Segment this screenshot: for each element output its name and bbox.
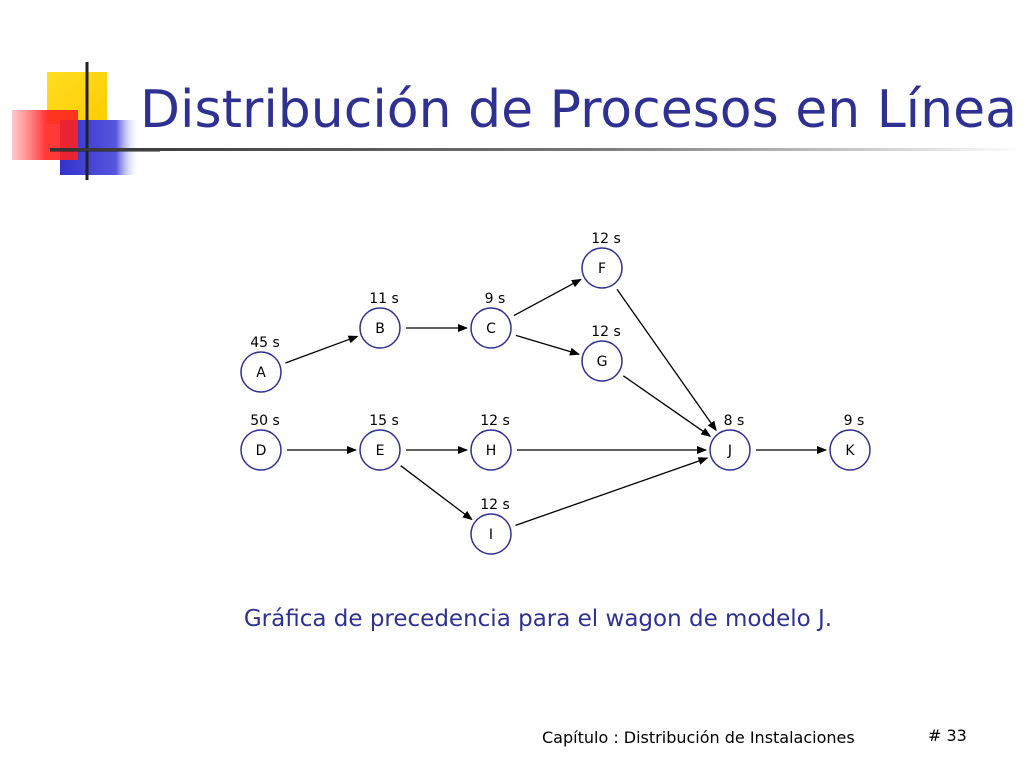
node-label-g: G bbox=[597, 354, 608, 370]
node-circle-i bbox=[470, 513, 512, 555]
node-label-j: J bbox=[727, 443, 732, 459]
node-time-k: 9 s bbox=[844, 413, 865, 429]
node-time-a: 45 s bbox=[250, 335, 280, 351]
node-circle-j bbox=[709, 429, 751, 471]
node-label-b: B bbox=[375, 321, 385, 337]
node-label-d: D bbox=[256, 443, 267, 459]
node-label-e: E bbox=[376, 443, 385, 459]
node-f: F 12 s bbox=[581, 231, 623, 289]
node-time-e: 15 s bbox=[369, 413, 399, 429]
edge-c-to-f bbox=[513, 278, 582, 317]
node-circle-h bbox=[470, 429, 512, 471]
node-circle-e bbox=[359, 429, 401, 471]
node-time-h: 12 s bbox=[480, 413, 510, 429]
node-a: A 45 s bbox=[240, 335, 282, 393]
node-label-c: C bbox=[486, 321, 496, 337]
node-time-f: 12 s bbox=[591, 231, 621, 247]
node-circle-g bbox=[581, 340, 623, 382]
diagram-caption: Gráfica de precedencia para el wagon de … bbox=[243, 606, 833, 632]
edge-c-to-g bbox=[515, 334, 580, 356]
node-circle-a bbox=[240, 351, 282, 393]
node-j: J 8 s bbox=[709, 413, 751, 471]
node-circle-d bbox=[240, 429, 282, 471]
node-i: I 12 s bbox=[470, 497, 512, 555]
node-label-h: H bbox=[486, 443, 497, 459]
node-time-g: 12 s bbox=[591, 324, 621, 340]
node-time-b: 11 s bbox=[369, 291, 399, 307]
node-circle-c bbox=[470, 307, 512, 349]
node-label-f: F bbox=[598, 261, 606, 277]
node-g: G 12 s bbox=[581, 324, 623, 382]
node-time-c: 9 s bbox=[485, 291, 506, 307]
logo-red-square bbox=[12, 110, 78, 160]
node-label-i: I bbox=[489, 527, 493, 543]
edge-a-to-b bbox=[285, 335, 359, 364]
edge-e-to-i bbox=[400, 465, 473, 521]
edge-g-to-j bbox=[622, 375, 712, 437]
title-underline bbox=[50, 148, 1024, 151]
node-circle-f bbox=[581, 247, 623, 289]
node-c: C 9 s bbox=[470, 291, 512, 349]
node-circle-k bbox=[829, 429, 871, 471]
slide-title: Distribución de Procesos en Línea bbox=[140, 80, 1017, 140]
edge-f-to-j bbox=[616, 288, 717, 432]
node-circle-b bbox=[359, 307, 401, 349]
node-label-a: A bbox=[256, 365, 266, 381]
node-time-i: 12 s bbox=[480, 497, 510, 513]
node-k: K 9 s bbox=[829, 413, 871, 471]
node-time-j: 8 s bbox=[724, 413, 745, 429]
page-number: # 33 bbox=[928, 726, 967, 745]
footer-chapter: Capítulo : Distribución de Instalaciones bbox=[542, 728, 855, 747]
node-d: D 50 s bbox=[240, 413, 282, 471]
node-label-k: K bbox=[845, 443, 855, 459]
node-time-d: 50 s bbox=[250, 413, 280, 429]
edges-layer bbox=[285, 278, 827, 527]
node-h: H 12 s bbox=[470, 413, 512, 471]
edge-i-to-j bbox=[515, 457, 709, 527]
node-e: E 15 s bbox=[359, 413, 401, 471]
node-b: B 11 s bbox=[359, 291, 401, 349]
